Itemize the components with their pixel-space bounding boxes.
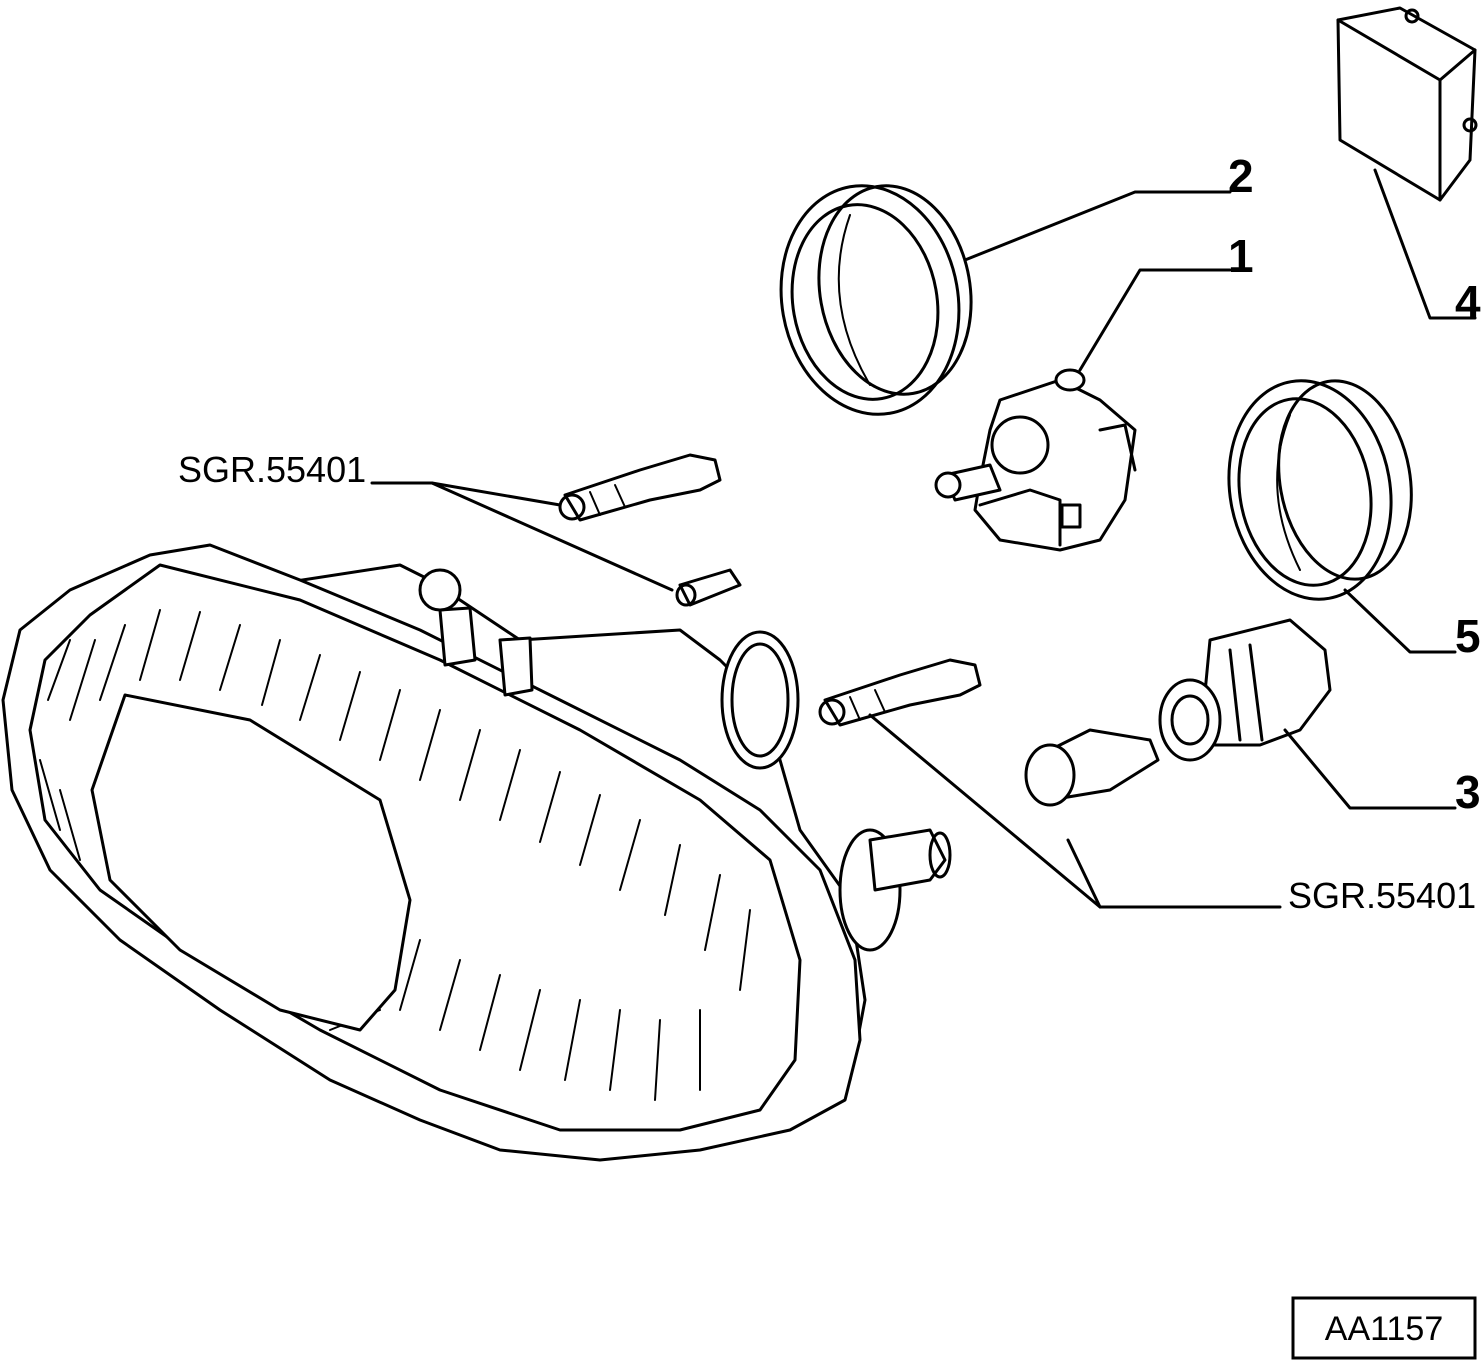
reference-label-lower: SGR.55401 <box>1288 875 1476 916</box>
part-4-control-module <box>1336 6 1478 202</box>
housing-socket-lower <box>838 828 952 952</box>
housing-ring-right <box>720 630 800 770</box>
headlamp-housing <box>1 543 952 1162</box>
reference-label-upper: SGR.55401 <box>178 449 366 490</box>
callout-2: 2 <box>1228 150 1254 202</box>
bulb-small-upper <box>675 568 742 607</box>
bulb-h1-upper <box>558 453 722 522</box>
part-1-actuator <box>934 368 1137 552</box>
part-2-ring-cap <box>779 184 973 416</box>
drawing-code-box: AA1157 <box>1291 1296 1477 1360</box>
bulb-wedge-lower <box>1024 728 1160 807</box>
callout-1: 1 <box>1228 230 1254 282</box>
callout-3: 3 <box>1455 766 1481 818</box>
bulb-h1-lower <box>818 658 982 727</box>
part-3-bulb-socket <box>1158 618 1332 762</box>
drawing-code: AA1157 <box>1325 1310 1443 1348</box>
leader-lines <box>370 168 1477 909</box>
callout-4: 4 <box>1455 276 1481 328</box>
callout-5: 5 <box>1455 610 1481 662</box>
part-5-ring-cap <box>1227 379 1413 601</box>
